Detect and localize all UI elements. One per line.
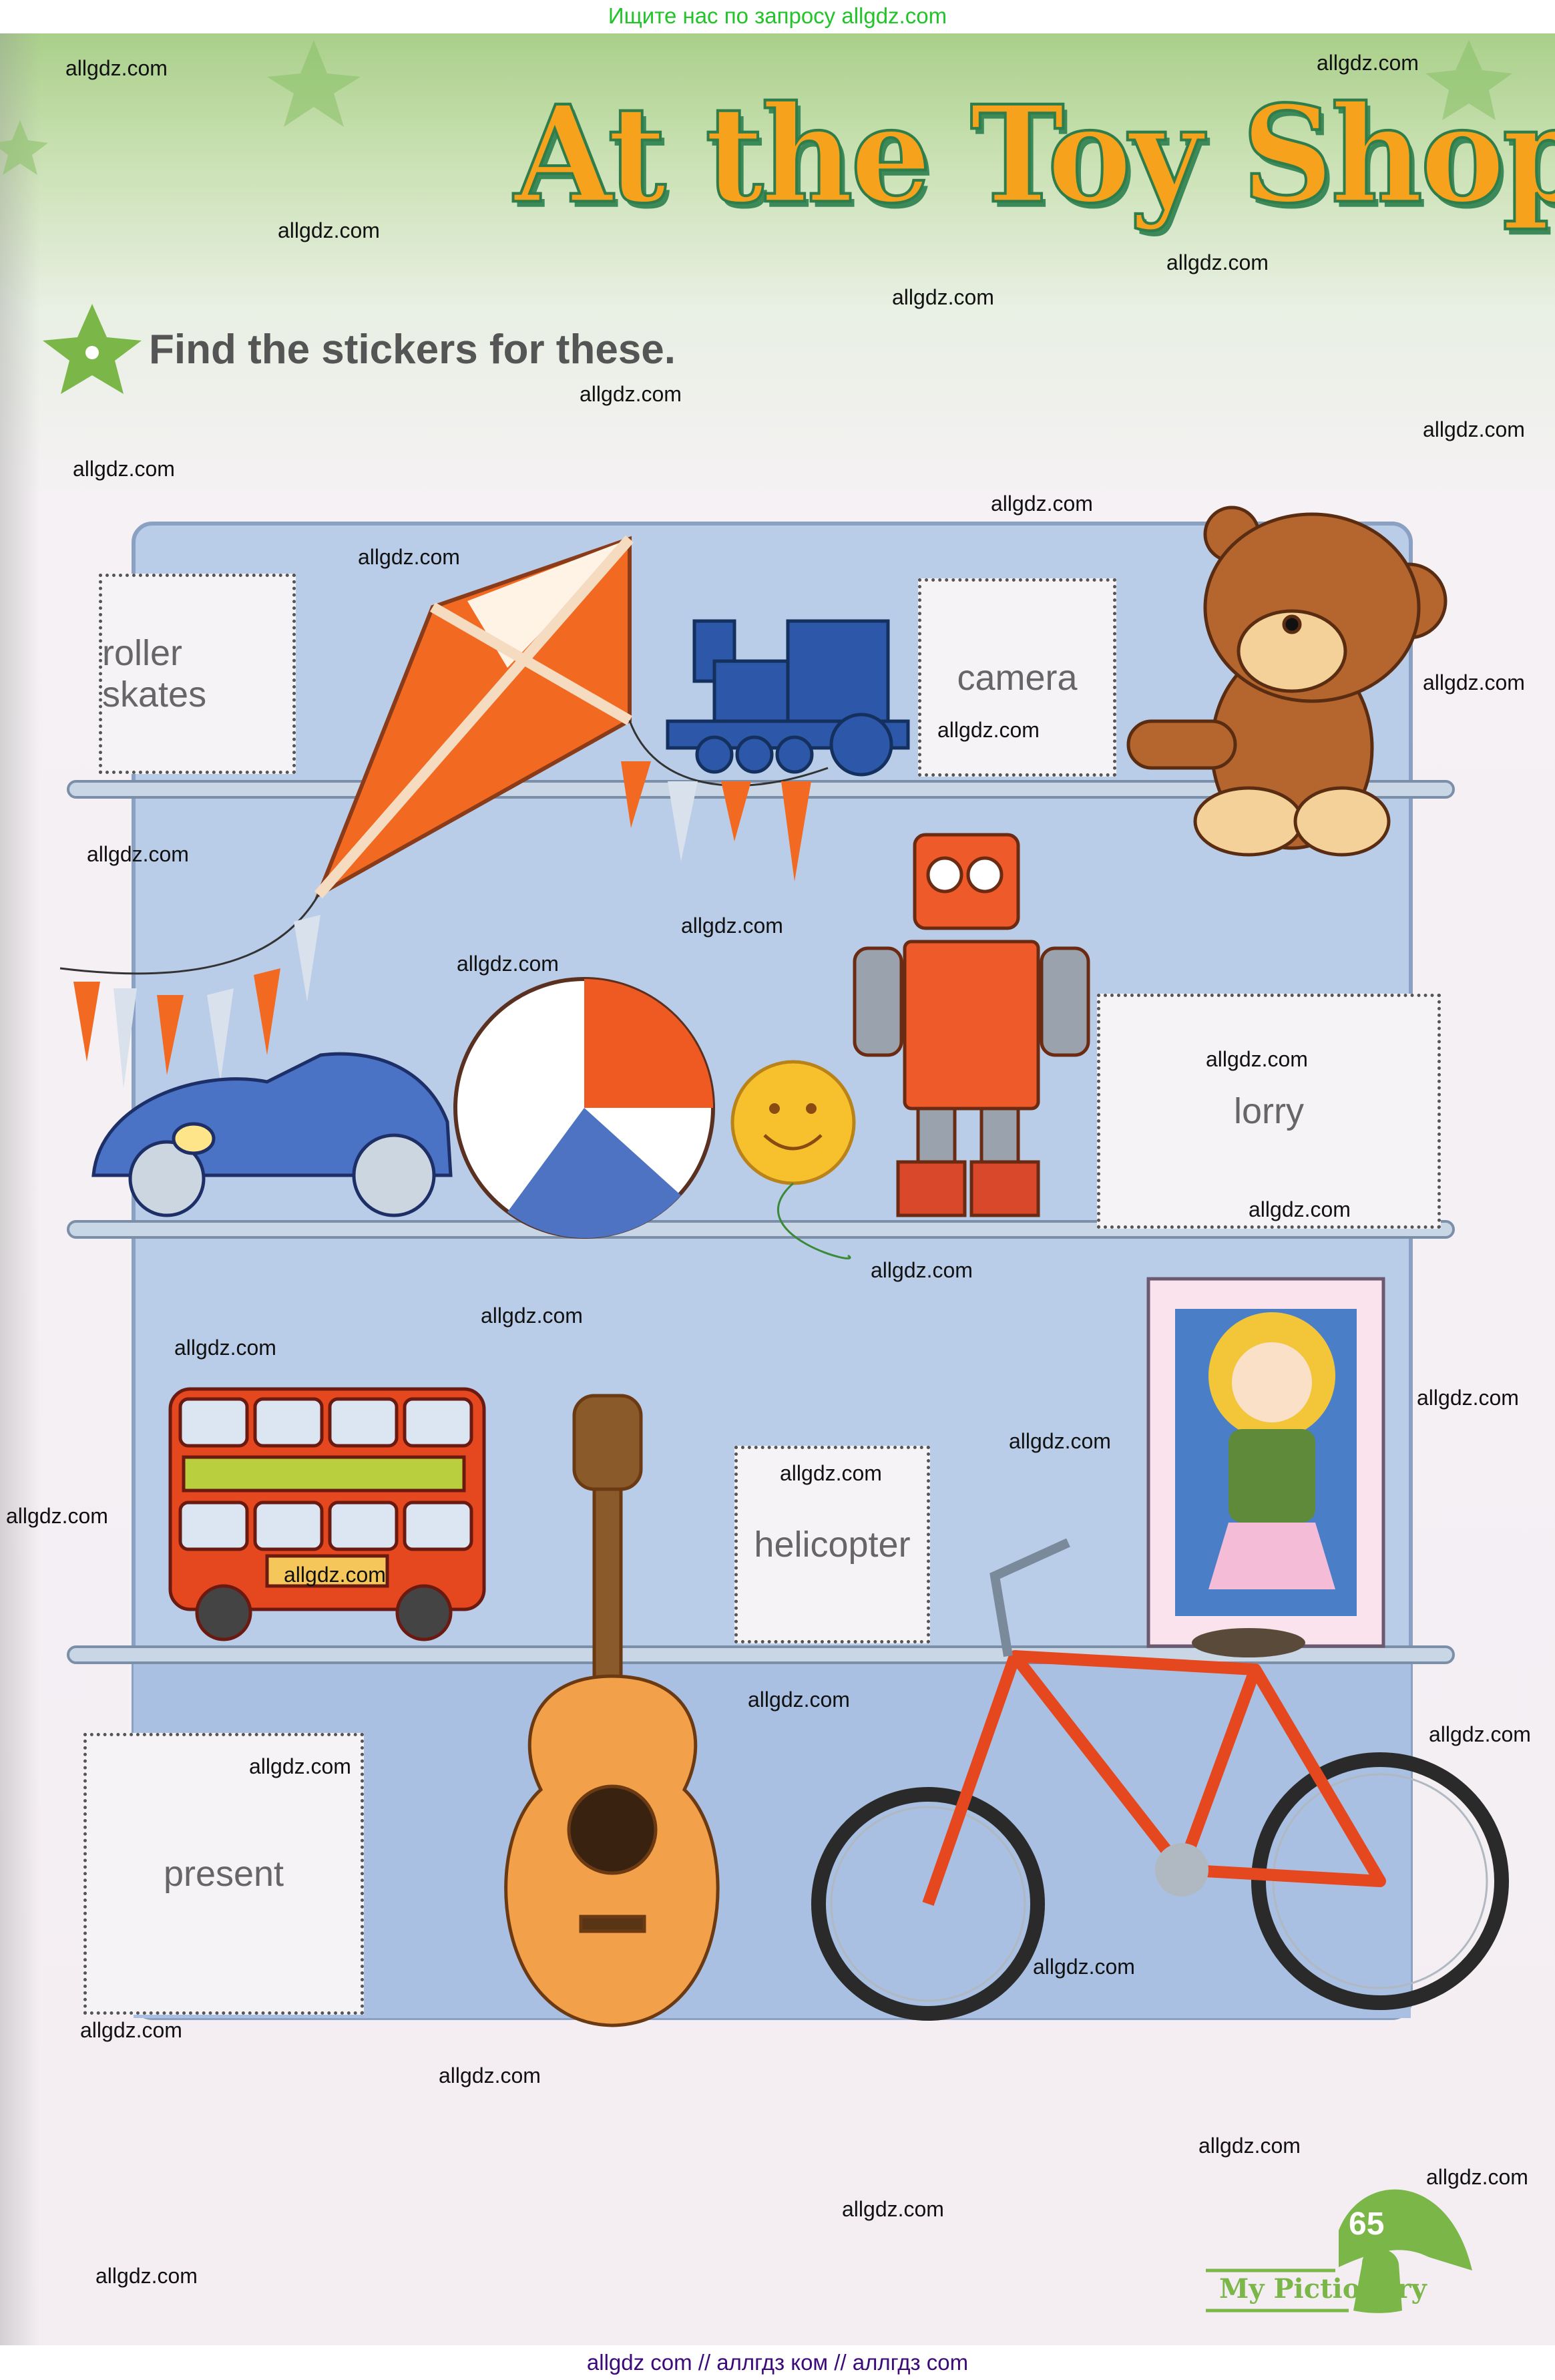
watermark: allgdz.com [1033, 1955, 1135, 1979]
sticker-label: roller skates [102, 633, 207, 715]
watermark: allgdz.com [358, 545, 460, 569]
sticker-label: helicopter [754, 1525, 911, 1565]
watermark: allgdz.com [457, 952, 559, 976]
sticker-box-camera[interactable]: camera [918, 578, 1116, 777]
watermark: allgdz.com [580, 382, 682, 406]
page-number: 65 [1349, 2206, 1385, 2242]
sticker-label: lorry [1234, 1091, 1304, 1131]
watermark: allgdz.com [681, 914, 783, 938]
sticker-label: camera [957, 657, 1078, 698]
watermark: allgdz.com [1009, 1429, 1111, 1453]
robot [853, 833, 1090, 1217]
instruction-text: Find the stickers for these. [149, 327, 676, 373]
toy-car [91, 1052, 453, 1217]
watermark: allgdz.com [1166, 250, 1269, 274]
page-title: At the Toy Shop [513, 75, 1555, 234]
watermark: allgdz.com [284, 1563, 386, 1587]
watermark: allgdz.com [748, 1688, 850, 1712]
doll-picture [1146, 1277, 1385, 1648]
double-decker-bus [168, 1387, 486, 1641]
watermark: allgdz.com [87, 842, 189, 866]
watermark: allgdz.com [842, 2197, 944, 2221]
watermark: allgdz.com [481, 1304, 583, 1328]
watermark: allgdz.com [937, 718, 1040, 742]
sticker-box-present[interactable]: present [83, 1733, 364, 2015]
watermark: allgdz.com [871, 1258, 973, 1282]
sticker-box-helicopter[interactable]: helicopter [734, 1446, 930, 1643]
beach-ball [453, 977, 715, 1239]
watermark: allgdz.com [80, 2018, 182, 2042]
sticker-label: present [163, 1854, 284, 1894]
star-icon [43, 304, 142, 394]
sticker-box-lorry[interactable]: lorry [1097, 994, 1441, 1229]
background-stars [0, 40, 1512, 175]
watermark: allgdz.com [6, 1504, 108, 1528]
watermark: allgdz.com [1206, 1047, 1308, 1071]
watermark: allgdz.com [1429, 1722, 1531, 1746]
watermark: allgdz.com [1423, 417, 1525, 441]
brand-logo-text: My Pictionary [1219, 2273, 1427, 2305]
watermark: allgdz.com [249, 1754, 351, 1778]
toy-train [666, 619, 910, 777]
watermark: allgdz.com [1317, 51, 1419, 75]
watermark: allgdz.com [1198, 2134, 1301, 2158]
kite [59, 535, 829, 1088]
watermark: allgdz.com [1426, 2165, 1528, 2189]
guitar [504, 1394, 720, 2027]
watermark: allgdz.com [1417, 1386, 1519, 1410]
watermark: allgdz.com [73, 457, 175, 481]
watermark: allgdz.com [65, 56, 168, 80]
watermark: allgdz.com [278, 218, 380, 242]
bicycle [811, 1538, 1509, 2021]
watermark: allgdz.com [1249, 1197, 1351, 1221]
footer-links[interactable]: allgdz com // аллгдз ком // аллгдз com [0, 2345, 1555, 2380]
top-banner[interactable]: Ищите нас по запросу allgdz.com [0, 0, 1555, 33]
watermark: allgdz.com [439, 2063, 541, 2088]
watermark: allgdz.com [1423, 670, 1525, 695]
watermark: allgdz.com [892, 285, 994, 309]
sticker-box-roller-skates[interactable]: roller skates [99, 574, 296, 774]
mushroom-logo [1206, 2189, 1472, 2313]
watermark: allgdz.com [780, 1461, 882, 1485]
watermark: allgdz.com [95, 2264, 198, 2288]
watermark: allgdz.com [174, 1336, 276, 1360]
yo-yo [730, 1060, 856, 1259]
teddy-bear [1126, 506, 1448, 857]
watermark: allgdz.com [991, 491, 1093, 516]
